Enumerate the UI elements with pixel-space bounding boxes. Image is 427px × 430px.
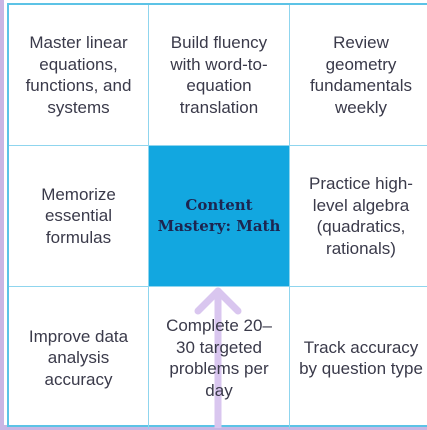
goal-cell-track-accuracy: Track accuracy by question type xyxy=(290,287,427,429)
goal-cell-daily-problems: Complete 20–30 targeted problems per day xyxy=(149,287,290,429)
goal-cell-text: Improve data analysis accuracy xyxy=(28,326,129,389)
goal-cell-formulas: Memorize essential formulas xyxy=(9,146,149,287)
goal-cell-text: Practice high-level algebra (quadratics,… xyxy=(309,174,413,258)
goal-cell-text: Complete 20–30 targeted problems per day xyxy=(166,316,272,400)
goal-cell-data-analysis: Improve data analysis accuracy xyxy=(9,287,149,429)
goal-cell-word-translation: Build fluency with word-to-equation tran… xyxy=(149,5,290,146)
central-goal-text: Content Mastery: Math xyxy=(157,195,281,236)
goal-cell-text: Build fluency with word-to-equation tran… xyxy=(170,33,268,117)
central-goal-cell: Content Mastery: Math xyxy=(149,146,290,287)
goal-cell-text: Track accuracy by question type xyxy=(299,337,423,379)
goal-grid: Master linear equations, functions, and … xyxy=(7,3,427,429)
goal-cell-text: Memorize essential formulas xyxy=(41,184,116,247)
goal-cell-algebra: Practice high-level algebra (quadratics,… xyxy=(290,146,427,287)
goal-cell-text: Master linear equations, functions, and … xyxy=(25,33,132,117)
goal-cell-geometry: Review geometry fundamentals weekly xyxy=(290,5,427,146)
goal-cell-text: Review geometry fundamentals weekly xyxy=(309,33,413,117)
goal-cell-linear-equations: Master linear equations, functions, and … xyxy=(9,5,149,146)
